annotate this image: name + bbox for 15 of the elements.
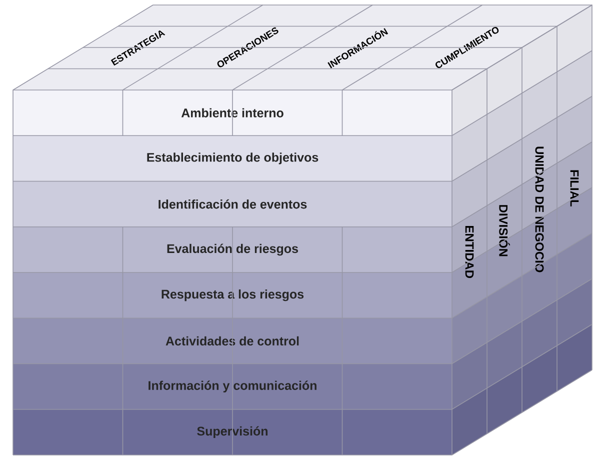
side-column: ENTIDAD — [452, 68, 487, 455]
side-column: UNIDAD DE NEGOCIO — [522, 26, 557, 412]
node-label: FILIAL — [570, 170, 579, 206]
row-band: Supervisión — [13, 409, 452, 455]
row-band: Actividades de control — [13, 318, 452, 364]
row-band: Evaluación de riesgos — [13, 226, 452, 272]
node-label: ENTIDAD — [465, 226, 474, 278]
row-band: Respuesta a los riesgos — [13, 272, 452, 318]
node-label: UNIDAD DE NEGOCIO — [535, 146, 544, 272]
row-band: Establecimiento de objetivos — [13, 136, 452, 182]
side-column: DIVISIÓN — [487, 48, 522, 434]
row-band: Identificación de eventos — [13, 181, 452, 227]
side-column: FILIAL — [557, 5, 592, 392]
row-band: Información y comunicación — [13, 364, 452, 410]
node-label: DIVISIÓN — [499, 205, 510, 256]
